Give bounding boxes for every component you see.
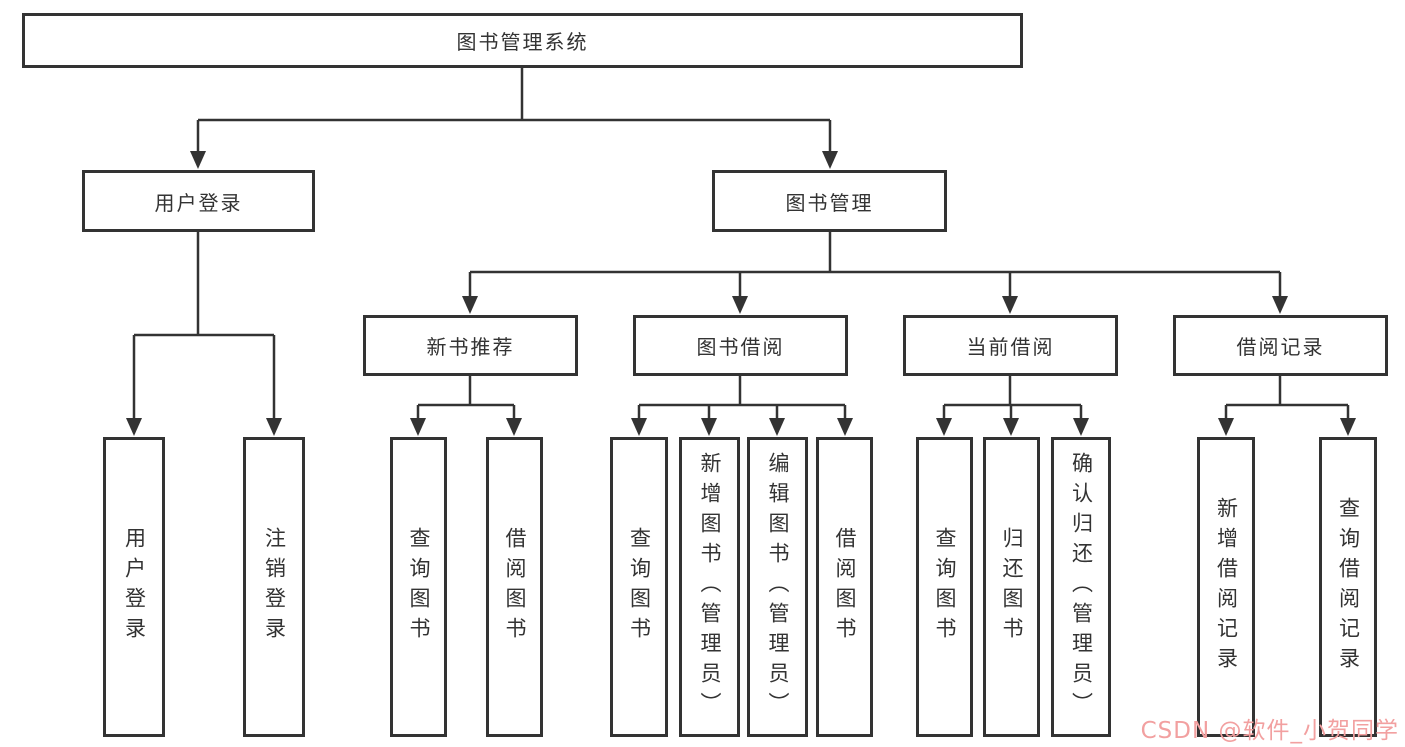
node-current-query-book: 查询图书 bbox=[916, 437, 973, 737]
arrowheads bbox=[126, 151, 1356, 436]
node-recommend-query-book: 查询图书 bbox=[390, 437, 447, 737]
node-new-book-recommend: 新书推荐 bbox=[363, 315, 578, 376]
node-recommend-borrow-book-label: 借阅图书 bbox=[503, 527, 527, 647]
node-recommend-borrow-book: 借阅图书 bbox=[486, 437, 543, 737]
node-current-confirm-return-admin: 确认归还（管理员） bbox=[1051, 437, 1111, 737]
node-current-return-book-label: 归还图书 bbox=[1000, 527, 1024, 647]
node-leaf-user-login: 用户登录 bbox=[103, 437, 165, 737]
node-borrow-records-label: 借阅记录 bbox=[1236, 335, 1325, 359]
node-recommend-query-book-label: 查询图书 bbox=[407, 527, 431, 647]
node-book-borrow-label: 图书借阅 bbox=[696, 335, 785, 359]
node-borrow-edit-book-admin-label: 编辑图书（管理员） bbox=[766, 452, 790, 722]
node-borrow-add-book-admin-label: 新增图书（管理员） bbox=[698, 452, 722, 722]
node-borrow-query-book: 查询图书 bbox=[610, 437, 668, 737]
node-leaf-logout-label: 注销登录 bbox=[262, 527, 287, 647]
node-book-borrow: 图书借阅 bbox=[633, 315, 848, 376]
node-borrow-query-book-label: 查询图书 bbox=[627, 527, 652, 647]
node-current-borrow-label: 当前借阅 bbox=[966, 335, 1055, 359]
node-borrow-borrow-book-label: 借阅图书 bbox=[833, 527, 857, 647]
node-records-query-record-label: 查询借阅记录 bbox=[1336, 497, 1361, 677]
node-current-return-book: 归还图书 bbox=[983, 437, 1040, 737]
node-leaf-logout: 注销登录 bbox=[243, 437, 305, 737]
node-book-management-label: 图书管理 bbox=[785, 190, 874, 215]
node-borrow-borrow-book: 借阅图书 bbox=[816, 437, 873, 737]
node-user-login-label: 用户登录 bbox=[154, 190, 243, 215]
node-new-book-recommend-label: 新书推荐 bbox=[426, 335, 515, 359]
node-current-query-book-label: 查询图书 bbox=[933, 527, 957, 647]
node-leaf-user-login-label: 用户登录 bbox=[122, 527, 147, 647]
node-records-add-record: 新增借阅记录 bbox=[1197, 437, 1255, 737]
node-records-add-record-label: 新增借阅记录 bbox=[1214, 497, 1239, 677]
node-root-system: 图书管理系统 bbox=[22, 13, 1023, 68]
node-user-login: 用户登录 bbox=[82, 170, 315, 232]
node-current-confirm-return-admin-label: 确认归还（管理员） bbox=[1069, 452, 1094, 722]
node-book-management: 图书管理 bbox=[712, 170, 947, 232]
csdn-watermark: CSDN @软件_小贺同学 bbox=[1140, 718, 1399, 744]
node-borrow-add-book-admin: 新增图书（管理员） bbox=[679, 437, 740, 737]
node-records-query-record: 查询借阅记录 bbox=[1319, 437, 1377, 737]
node-borrow-edit-book-admin: 编辑图书（管理员） bbox=[747, 437, 808, 737]
node-root-label: 图书管理系统 bbox=[456, 30, 589, 54]
node-current-borrow: 当前借阅 bbox=[903, 315, 1118, 376]
node-borrow-records: 借阅记录 bbox=[1173, 315, 1388, 376]
